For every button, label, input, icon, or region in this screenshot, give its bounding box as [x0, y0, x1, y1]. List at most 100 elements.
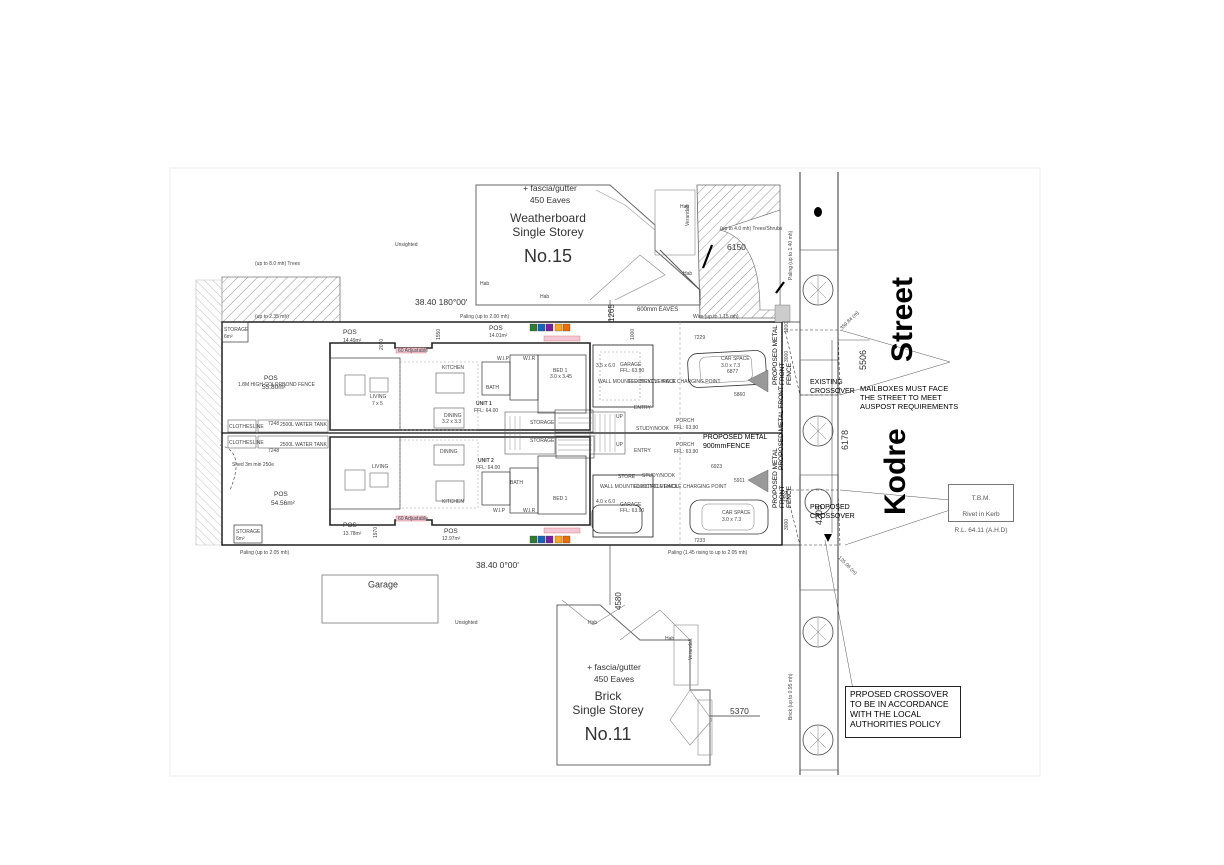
- proposed-crossover-label: PROPOSED CROSSOVER: [810, 504, 855, 520]
- bath-label: BATH: [486, 385, 499, 391]
- car-outline: [689, 499, 769, 535]
- bin-orange: [562, 323, 571, 332]
- car-outline: [591, 504, 643, 534]
- bin-green: [529, 535, 538, 544]
- fence-note-mid: PROPOSED METAL 900mmFENCE: [703, 434, 768, 450]
- wir-label: W.I.R: [523, 508, 536, 514]
- paling-label: Paling (up to 1.40 mh): [788, 230, 794, 280]
- house-number: No.11: [585, 724, 632, 744]
- kitchen-label: KITCHEN: [442, 365, 464, 371]
- trees-label: (up to 4.0 mh) Trees/Shrubs: [720, 226, 783, 232]
- hab-label: Hab: [683, 271, 692, 277]
- dim-7248: 7248: [268, 421, 279, 427]
- car-space-label: CAR SPACE: [722, 510, 751, 516]
- sheet-frame: [169, 167, 1041, 777]
- pole-icon: [814, 207, 822, 217]
- garage-dim: 4.0 x 6.0: [596, 499, 615, 505]
- bike-rack-label: WALL MOUNTED BICYCLE RACK: [600, 484, 679, 490]
- storage-label: STORAGE: [530, 438, 555, 444]
- tbm-rl: R.L. 64.11 (A.H.D): [954, 527, 1008, 534]
- dim-7233: 7233: [694, 538, 705, 544]
- hab-label: Hab: [680, 204, 689, 210]
- street-name-street: Street: [886, 277, 919, 362]
- street-tree-icon: [802, 415, 834, 447]
- pos-label: POS: [444, 528, 458, 535]
- study-label: STUDY/NOOK: [636, 426, 670, 432]
- dining-label: DINING: [444, 413, 462, 419]
- pos-area: 13.78m²: [343, 531, 362, 537]
- storey-label: Single Storey: [572, 703, 643, 717]
- storage-area: 6m²: [236, 536, 245, 542]
- street-tree-icon: [802, 274, 834, 306]
- dim-4205: 4205: [814, 505, 824, 525]
- neighbour-garage: [321, 574, 439, 624]
- bath-label: BATH: [510, 480, 523, 486]
- dim-1550: 1550: [436, 329, 442, 340]
- unsighted-label: Unsighted: [455, 620, 478, 626]
- dim-7248: 7248: [268, 448, 279, 454]
- garage-label: GARAGE: [620, 362, 642, 368]
- pos-label: POS: [343, 522, 357, 529]
- paling-label: Paling (up to 2.00 mh): [460, 314, 510, 320]
- verandah-label: Verandah: [685, 204, 691, 226]
- stair-details: [504, 304, 791, 545]
- shed-note: Shed 3m min 250e: [232, 462, 274, 468]
- bearing-top: 359.84 (m): [839, 310, 861, 332]
- unit-1-walls: [329, 342, 591, 431]
- unit-1-garage: [592, 344, 654, 408]
- dim-1200: 1200: [784, 322, 790, 333]
- street-tree-icon: [802, 724, 834, 756]
- dim-5860: 5860: [734, 392, 745, 398]
- bike-rack-label: WALL MOUNTED BICYCLE RACK: [598, 379, 677, 385]
- garage-label: GARAGE: [620, 502, 642, 508]
- fascia-label: + fascia/gutter: [587, 662, 641, 672]
- unsighted-label: Unsighted: [395, 242, 418, 248]
- storage-label: STORAGE: [236, 529, 261, 535]
- crossover-policy-note: PRPOSED CROSSOVER TO BE IN ACCORDANCE WI…: [845, 686, 961, 738]
- storage-area: 6m²: [224, 334, 233, 340]
- dim-6150: 6150: [727, 242, 746, 252]
- tank-label: 2500L WATER TANK: [280, 442, 328, 448]
- storey-label: Single Storey: [512, 225, 583, 239]
- clothesline-label: CLOTHESLINE: [229, 424, 264, 430]
- brick-label: Brick (up to 0.95 mh): [788, 673, 794, 720]
- mailbox-note: MAILBOXES MUST FACE THE STREET TO MEET A…: [860, 384, 959, 411]
- dining-dim: 3.2 x 3.3: [442, 419, 461, 425]
- dim-6923: 6923: [711, 464, 722, 470]
- porch-ffl: FFL: 63.90: [674, 425, 698, 431]
- bin-purple: [545, 535, 554, 544]
- ev-charger-label: ELECTRIC VEHICLE CHARGING POINT: [628, 379, 721, 385]
- tbm-title: T.B.M.: [971, 495, 991, 502]
- neighbour-no11: + fascia/gutter 450 Eaves Brick Single S…: [556, 599, 760, 766]
- dim-4580: 4580: [614, 592, 623, 610]
- storage-shed: [233, 524, 263, 544]
- dim-1970: 1970: [373, 527, 379, 538]
- dim-7229: 7229: [694, 335, 705, 341]
- bin-blue: [537, 323, 546, 332]
- fascia-label: + fascia/gutter: [523, 183, 577, 193]
- car-outline: [687, 350, 767, 388]
- wire-label: Wire (up to 1.15 mh): [693, 314, 739, 320]
- pos-area: 14.49m²: [343, 338, 362, 344]
- bed-label: BED 1: [553, 496, 568, 502]
- house-number: No.15: [524, 246, 572, 266]
- car-space-dim: 3.0 x 7.3: [722, 517, 741, 523]
- hab-label: Hab: [480, 281, 489, 287]
- dim-3000: 3000: [784, 519, 790, 530]
- unit-2-garage: [592, 474, 654, 538]
- storage-label: STORAGE: [224, 327, 249, 333]
- ev-charger-label: ELECTRIC VEHICLE CHARGING POINT: [634, 484, 727, 490]
- dim-5370: 5370: [730, 706, 749, 716]
- clothesline-label: CLOTHESLINE: [229, 440, 264, 446]
- tbm-marker-icon: [824, 534, 832, 542]
- bin-yellow: [554, 535, 563, 544]
- unit-ffl: FFL: 64.00: [476, 465, 500, 471]
- dim-1000: 1000: [630, 329, 636, 340]
- hab-label: Hab: [588, 620, 597, 626]
- wip-label: W.I.P: [497, 356, 510, 362]
- kitchen-label: KITCHEN: [442, 499, 464, 505]
- dim-6178: 6178: [840, 430, 850, 450]
- bearing-bottom: 125.06 (m): [837, 555, 859, 577]
- hab-label: Hab: [540, 294, 549, 300]
